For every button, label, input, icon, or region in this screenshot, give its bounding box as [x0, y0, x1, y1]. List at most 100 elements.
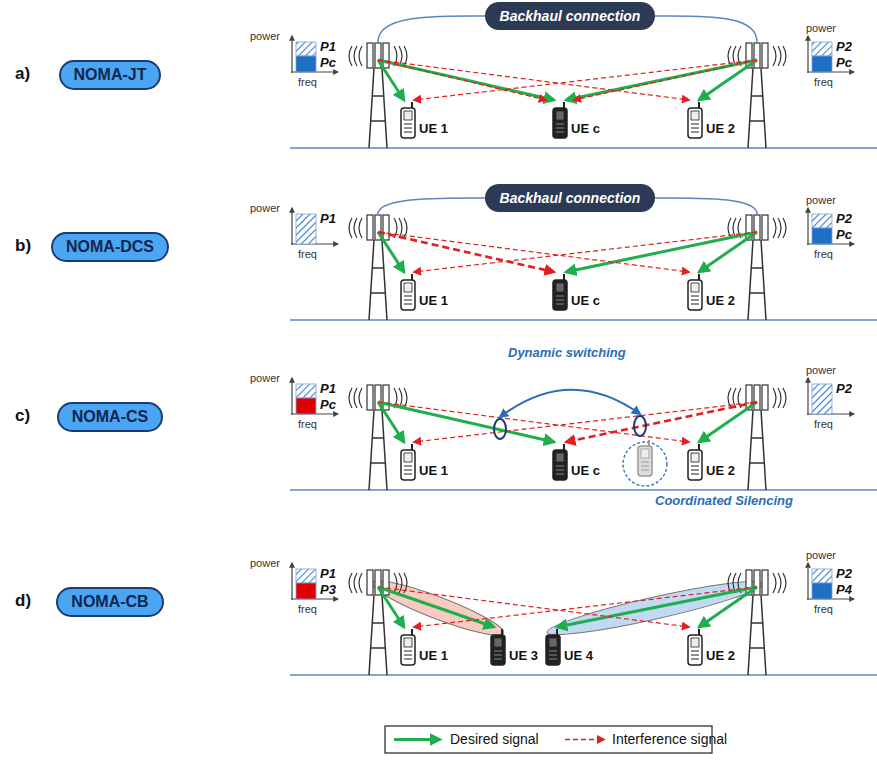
phone-body: [688, 280, 702, 310]
power-label: Pc: [320, 56, 336, 71]
ue-label: UE 1: [419, 294, 448, 309]
tower-pole: [369, 240, 387, 320]
node-text: Backhaul connection: [500, 190, 641, 206]
tower-pole: [369, 410, 387, 490]
backhaul-pill: Backhaul connection: [485, 2, 656, 30]
phone-icon: [546, 629, 560, 665]
phone-body: [688, 450, 702, 480]
phone-screen: [404, 111, 412, 120]
interference-signal: [414, 587, 757, 627]
interference-signal: [414, 232, 757, 272]
phone-keys: [556, 296, 564, 304]
antenna-panel: [367, 215, 373, 240]
tower-pole: [748, 240, 766, 320]
interference-signal: [378, 232, 689, 272]
phone-body: [688, 635, 702, 665]
phone-screen: [641, 449, 649, 458]
ground-line: [290, 489, 877, 491]
tower-pole: [748, 410, 766, 490]
base-station: [349, 570, 407, 675]
ue-label: UE 1: [419, 649, 448, 664]
power-chart: [291, 36, 338, 73]
phone-screen: [691, 283, 699, 292]
phone-screen: [691, 638, 699, 647]
ue-label: UE 3: [509, 649, 538, 664]
phone-body: [688, 108, 702, 138]
phone-keys: [556, 124, 564, 132]
phone-screen: [404, 638, 412, 647]
phone-screen: [691, 453, 699, 462]
power-label: P1: [320, 382, 336, 397]
axis-label: power: [806, 22, 836, 35]
ue-label: UE 2: [706, 464, 735, 479]
axis: [291, 36, 292, 73]
ue-label: UE 4: [564, 649, 593, 664]
axis-label: freq: [298, 76, 317, 89]
axis: [807, 563, 808, 600]
phone-keys: [691, 296, 699, 304]
axis-label: power: [806, 194, 836, 207]
scheme-pill: NOMA-CS: [57, 402, 163, 432]
base-station: [349, 43, 407, 148]
phone-body: [401, 635, 415, 665]
antenna-panel: [754, 215, 760, 240]
tower-pole: [748, 68, 766, 148]
phone-screen: [556, 283, 564, 292]
switch-mark: [634, 416, 646, 436]
ground-line: [290, 674, 877, 676]
power-chart: [291, 563, 338, 600]
phone-icon: [553, 444, 567, 480]
ue-label: UE c: [571, 294, 600, 309]
antenna-panel: [383, 43, 389, 68]
axis-label: freq: [298, 418, 317, 431]
artwork: [290, 16, 877, 675]
node-text: NOMA-JT: [74, 66, 147, 84]
phone-screen: [691, 111, 699, 120]
antenna-panel: [367, 385, 373, 410]
power-label: P2: [836, 40, 852, 55]
phone-icon: [401, 629, 415, 665]
antenna-panel: [754, 570, 760, 595]
desired-signal: [378, 587, 494, 627]
interference-signal: [378, 60, 546, 100]
interference-signal: [378, 587, 689, 627]
ue-label: UE 2: [706, 294, 735, 309]
switch-arrow: [500, 390, 640, 417]
power-label: P1: [320, 212, 336, 227]
phone-antenna: [698, 102, 700, 108]
axis-label: freq: [298, 603, 317, 616]
phone-keys: [404, 124, 412, 132]
base-station: [728, 385, 786, 490]
power-chart: [807, 378, 854, 415]
interference-signal: [566, 402, 757, 442]
phone-body: [553, 450, 567, 480]
phone-screen: [556, 111, 564, 120]
axis-label: power: [806, 364, 836, 377]
antenna-panel: [762, 385, 768, 410]
phone-keys: [691, 124, 699, 132]
phone-antenna: [698, 274, 700, 280]
axis: [291, 378, 292, 415]
phone-keys: [404, 651, 412, 659]
axis-label: power: [250, 202, 280, 215]
axis-label: freq: [298, 248, 317, 261]
ground-line: [290, 319, 877, 321]
phone-keys: [556, 466, 564, 474]
panel-letter: a): [15, 64, 30, 84]
power-bar: [296, 569, 316, 583]
antenna-panel: [754, 43, 760, 68]
base-station: [349, 215, 407, 320]
desired-signal: [566, 60, 757, 100]
antenna-panel: [754, 385, 760, 410]
power-bar: [296, 214, 316, 244]
phone-keys: [641, 462, 649, 470]
phone-antenna: [556, 629, 558, 635]
annotation: Coordinated Silencing: [655, 494, 793, 509]
interference-signal: [574, 60, 757, 100]
phone-antenna: [501, 629, 503, 635]
phone-antenna: [698, 444, 700, 450]
ue-label: UE c: [571, 122, 600, 137]
panel-letter: c): [15, 406, 30, 426]
axis: [807, 36, 808, 73]
